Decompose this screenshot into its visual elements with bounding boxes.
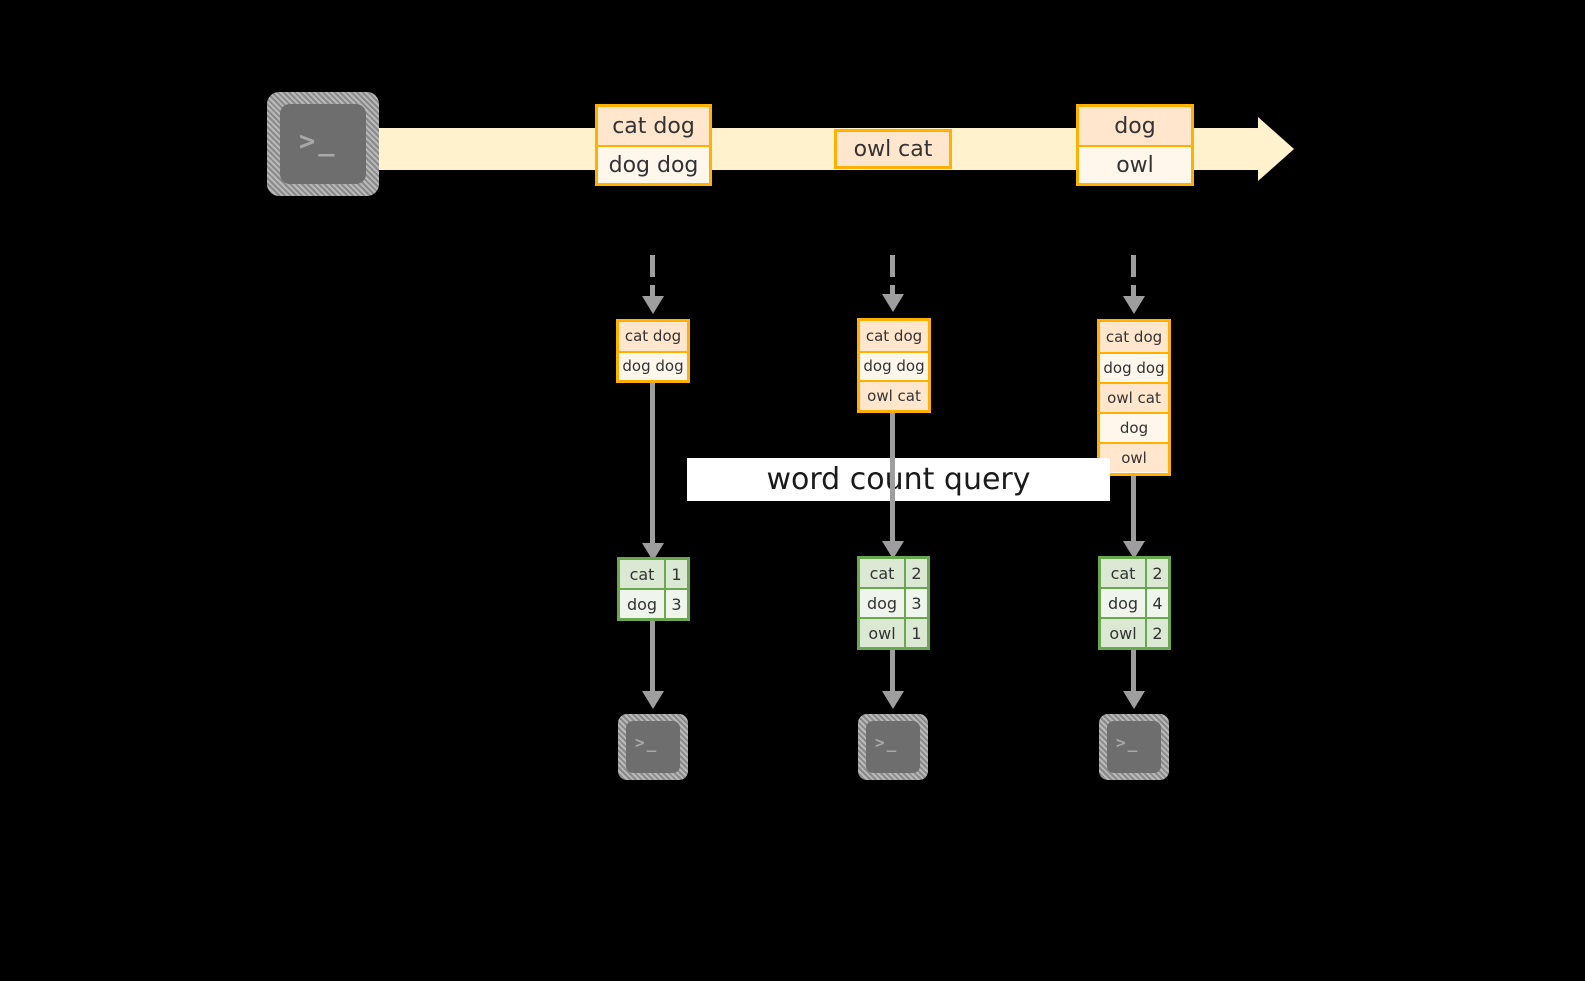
- result-count-cell: 2: [1145, 619, 1168, 647]
- result-word-cell: cat: [1110, 563, 1136, 583]
- snapshot-record-line: owl: [1100, 442, 1168, 472]
- result-word-cell: dog: [866, 593, 898, 613]
- stream-record-line: cat dog: [598, 107, 709, 145]
- stream-to-snapshot-dash: [1131, 285, 1136, 299]
- sink-terminal-icon[interactable]: >_: [1099, 714, 1169, 780]
- result-row: owl 1: [860, 617, 927, 647]
- result-row: cat 1: [620, 560, 687, 588]
- result-word-cell: dog: [1107, 593, 1139, 613]
- snapshot-record-line: owl cat: [1100, 382, 1168, 412]
- snapshot-record-stack[interactable]: cat dog dog dog owl cat: [857, 318, 931, 413]
- snapshot-record-line: dog: [1100, 412, 1168, 442]
- snapshot-record-line: dog dog: [619, 350, 687, 380]
- result-table[interactable]: cat 2 dog 4 owl 2: [1098, 556, 1171, 650]
- result-word-cell: cat: [869, 563, 895, 583]
- snapshot-to-result-line: [890, 413, 895, 546]
- stream-to-snapshot-dash: [650, 285, 655, 299]
- result-count-cell: 3: [904, 589, 927, 617]
- result-row: cat 2: [860, 559, 927, 587]
- terminal-prompt-glyph: >_: [299, 126, 338, 157]
- result-to-sink-arrowhead: [1123, 691, 1145, 709]
- terminal-prompt-glyph: >_: [635, 733, 659, 752]
- stream-record-group[interactable]: owl cat: [834, 129, 952, 169]
- result-word-cell: owl: [868, 623, 896, 643]
- snapshot-record-line: cat dog: [860, 321, 928, 351]
- snapshot-record-line: owl cat: [860, 380, 928, 410]
- snapshot-to-result-arrowhead: [1123, 541, 1145, 559]
- result-row: dog 4: [1101, 587, 1168, 617]
- result-to-sink-line: [890, 650, 895, 696]
- snapshot-to-result-arrowhead: [642, 543, 664, 561]
- snapshot-record-stack[interactable]: cat dog dog dog owl cat dog owl: [1097, 319, 1171, 476]
- result-count-cell: 4: [1145, 589, 1168, 617]
- result-count-cell: 2: [904, 559, 927, 587]
- stream-to-snapshot-arrowhead: [1123, 296, 1145, 314]
- result-word-cell: cat: [629, 564, 655, 584]
- stream-to-snapshot-dash: [890, 255, 895, 277]
- snapshot-record-line: cat dog: [619, 322, 687, 351]
- snapshot-to-result-arrowhead: [882, 541, 904, 559]
- result-word-cell: dog: [626, 594, 658, 614]
- result-to-sink-line: [1131, 650, 1136, 696]
- result-count-cell: 3: [664, 590, 687, 618]
- terminal-screen: [626, 721, 680, 773]
- result-count-cell: 2: [1145, 559, 1168, 587]
- sink-terminal-icon[interactable]: >_: [618, 714, 688, 780]
- terminal-screen: [866, 721, 920, 773]
- query-label-band: word count query: [687, 458, 1110, 501]
- result-count-cell: 1: [664, 560, 687, 588]
- terminal-screen: [1107, 721, 1161, 773]
- snapshot-to-result-line: [1131, 476, 1136, 546]
- result-word-cell: owl: [1109, 623, 1137, 643]
- terminal-screen: [280, 104, 366, 184]
- stream-record-group[interactable]: cat dog dog dog: [595, 104, 712, 186]
- snapshot-record-line: cat dog: [1100, 322, 1168, 352]
- stream-record-line: dog dog: [598, 145, 709, 183]
- stream-record-line: dog: [1079, 107, 1191, 145]
- stream-to-snapshot-arrowhead: [882, 294, 904, 312]
- terminal-prompt-glyph: >_: [1116, 733, 1140, 752]
- result-to-sink-line: [650, 621, 655, 696]
- source-terminal-icon[interactable]: >_: [267, 92, 379, 196]
- query-label-text: word count query: [766, 462, 1031, 497]
- result-count-cell: 1: [904, 619, 927, 647]
- result-table[interactable]: cat 2 dog 3 owl 1: [857, 556, 930, 650]
- snapshot-record-stack[interactable]: cat dog dog dog: [616, 319, 690, 383]
- stream-to-snapshot-dash: [650, 255, 655, 277]
- result-to-sink-arrowhead: [882, 691, 904, 709]
- stream-to-snapshot-arrowhead: [642, 296, 664, 314]
- sink-terminal-icon[interactable]: >_: [858, 714, 928, 780]
- snapshot-to-result-line: [650, 383, 655, 548]
- result-to-sink-arrowhead: [642, 691, 664, 709]
- stream-to-snapshot-dash: [1131, 255, 1136, 277]
- stream-record-line: owl: [1079, 145, 1191, 183]
- stream-arrow-head: [1258, 117, 1294, 181]
- snapshot-record-line: dog dog: [860, 350, 928, 381]
- result-row: dog 3: [860, 587, 927, 617]
- result-row: cat 2: [1101, 559, 1168, 587]
- stream-record-group[interactable]: dog owl: [1076, 104, 1194, 186]
- result-row: owl 2: [1101, 617, 1168, 647]
- result-row: dog 3: [620, 588, 687, 618]
- terminal-prompt-glyph: >_: [875, 733, 899, 752]
- stream-record-line: owl cat: [837, 132, 949, 166]
- result-table[interactable]: cat 1 dog 3: [617, 557, 690, 621]
- snapshot-record-line: dog dog: [1100, 352, 1168, 382]
- stream-to-snapshot-dash: [890, 285, 895, 297]
